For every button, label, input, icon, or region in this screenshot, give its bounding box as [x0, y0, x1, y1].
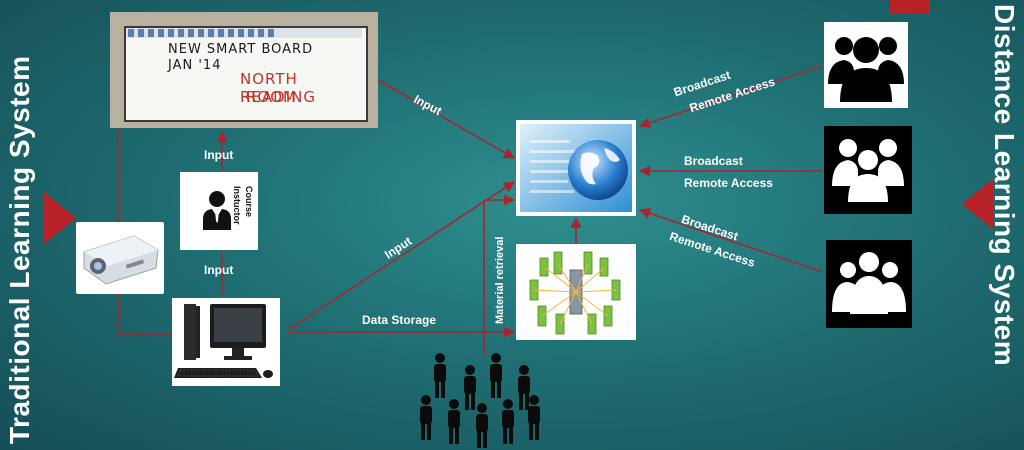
left-triangle-marker	[44, 192, 76, 244]
user-group-icon	[832, 139, 904, 202]
person-suit-icon	[203, 191, 231, 230]
globe-server-icon	[520, 124, 632, 212]
label-data-storage: Data Storage	[362, 313, 437, 327]
remote-group-box-3	[826, 240, 912, 328]
instructor-label-line1: Course	[244, 186, 254, 218]
remote-link-label-2: Broadcast Remote Access	[684, 154, 773, 190]
label-input-board-instructor: Input	[204, 148, 234, 162]
storage-cluster-box	[516, 244, 636, 340]
smart-board-photo: NEW SMART BOARD JAN '14 NORTH READING RO…	[110, 12, 378, 128]
user-group-icon	[828, 37, 904, 102]
link-remote-3	[638, 207, 823, 273]
board-text-line2: JAN '14	[168, 58, 222, 73]
instructor-label-line2: Instuctor	[232, 186, 242, 225]
desktop-computer-box	[172, 298, 280, 386]
remote-2-broadcast: Broadcast	[684, 154, 743, 168]
board-text-line4: ROOM	[246, 88, 297, 106]
remote-group-box-1	[824, 22, 908, 108]
link-remote-1	[638, 65, 823, 129]
label-material-retrieval: Material retrieval	[494, 236, 506, 324]
remote-2-access: Remote Access	[684, 176, 773, 190]
storage-cluster-icon	[529, 251, 621, 335]
top-right-red-tab	[890, 0, 930, 14]
board-text-line3: NORTH READING	[240, 70, 316, 106]
crowd-icon	[420, 353, 540, 448]
link-pc-to-server	[287, 181, 515, 331]
projector-icon	[83, 235, 159, 285]
label-input-instructor-pc: Input	[204, 263, 234, 277]
user-group-icon	[832, 252, 906, 314]
globe-server-box	[516, 120, 636, 216]
right-triangle-marker	[962, 178, 994, 230]
remote-group-box-2	[824, 126, 912, 214]
board-text-line1: NEW SMART BOARD	[168, 42, 314, 57]
projector-photo	[76, 222, 164, 294]
course-instructor-box: Course Instuctor	[180, 172, 258, 250]
link-board-to-server	[377, 79, 515, 159]
desktop-computer-icon	[174, 304, 273, 378]
